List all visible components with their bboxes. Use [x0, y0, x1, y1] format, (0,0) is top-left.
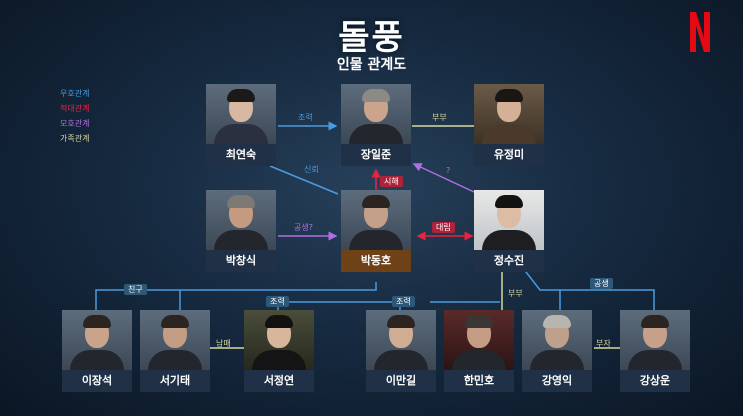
netflix-logo-icon: [690, 12, 710, 52]
card-seo-gt[interactable]: 서기태: [140, 310, 210, 392]
rel-label-choi-park: 신뢰: [304, 165, 319, 174]
name-label: 정수진: [474, 250, 544, 272]
name-label: 박동호: [341, 250, 411, 272]
name-label: 장일준: [341, 144, 411, 166]
card-lee-mg[interactable]: 이만길: [366, 310, 436, 392]
line-aide-lee: [278, 301, 401, 310]
legend-ambiguous: 모호관계: [60, 119, 90, 128]
portrait: [62, 310, 132, 370]
name-label: 이만길: [366, 370, 436, 392]
rel-label-friends: 친구: [124, 284, 147, 295]
portrait: [244, 310, 314, 370]
line-park-friends: [95, 282, 377, 310]
name-label: 박창식: [206, 250, 276, 272]
portrait: [474, 84, 544, 144]
line-jung-jang: [412, 163, 475, 193]
card-lee-js[interactable]: 이장석: [62, 310, 132, 392]
rel-label-siblings: 남매: [216, 339, 231, 348]
rel-label-aide1: 조력: [266, 296, 289, 307]
card-han[interactable]: 한민호: [444, 310, 514, 392]
line-choi-park: [269, 165, 339, 195]
card-kang-yi[interactable]: 강영익: [522, 310, 592, 392]
name-label: 서정연: [244, 370, 314, 392]
card-park-cs[interactable]: 박창식: [206, 190, 276, 272]
name-label: 이장석: [62, 370, 132, 392]
name-label: 최연숙: [206, 144, 276, 166]
card-seo-jy[interactable]: 서정연: [244, 310, 314, 392]
rel-label-park-jung: 대립: [432, 222, 455, 233]
rel-label-aide2: 조력: [392, 296, 415, 307]
card-kang-sw[interactable]: 강상운: [620, 310, 690, 392]
legend-family: 가족관계: [60, 134, 90, 143]
portrait: [341, 190, 411, 250]
rel-label-park-jang: 시해: [380, 176, 403, 187]
legend-hostile: 적대관계: [60, 104, 90, 113]
card-park-dh[interactable]: 박동호: [341, 190, 411, 272]
rel-label-symbiosis: 공생: [590, 278, 613, 289]
rel-label-spouses: 부부: [508, 289, 523, 298]
rel-label-jung-jang: ?: [446, 166, 451, 175]
rel-label-jang-yoo: 부부: [432, 113, 447, 122]
legend-friendly: 우호관계: [60, 89, 90, 98]
title-subtitle: 인물 관계도: [336, 57, 407, 73]
portrait: [341, 84, 411, 144]
rel-label-father-son: 부자: [596, 339, 611, 348]
portrait: [522, 310, 592, 370]
rel-label-parkcs-park: 공생?: [294, 223, 313, 232]
portrait: [206, 190, 276, 250]
line-symbiosis: [560, 289, 655, 310]
card-yoo[interactable]: 유정미: [474, 84, 544, 166]
portrait: [474, 190, 544, 250]
card-choi[interactable]: 최연숙: [206, 84, 276, 166]
card-jung[interactable]: 정수진: [474, 190, 544, 272]
rel-label-choi-jang: 조력: [298, 113, 313, 122]
portrait: [444, 310, 514, 370]
name-label: 유정미: [474, 144, 544, 166]
title-main: 돌풍: [338, 18, 405, 58]
legend: 우호관계 적대관계 모호관계 가족관계: [60, 86, 89, 146]
portrait: [366, 310, 436, 370]
name-label: 강상운: [620, 370, 690, 392]
card-jang[interactable]: 장일준: [341, 84, 411, 166]
name-label: 강영익: [522, 370, 592, 392]
portrait: [206, 84, 276, 144]
portrait: [620, 310, 690, 370]
name-label: 서기태: [140, 370, 210, 392]
name-label: 한민호: [444, 370, 514, 392]
portrait: [140, 310, 210, 370]
